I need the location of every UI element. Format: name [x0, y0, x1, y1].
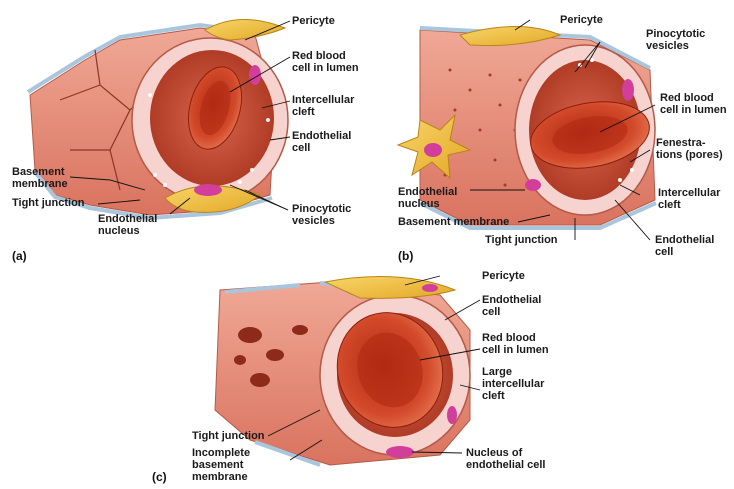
panel-a-letter: (a) [12, 249, 27, 263]
b-label-pericyte: Pericyte [560, 14, 603, 26]
b-label-basement-membrane: Basement membrane [398, 216, 509, 228]
a-label-endothelial-cell: Endothelial cell [292, 130, 351, 154]
b-label-endothelial-nucleus: Endothelial nucleus [398, 186, 457, 210]
a-label-rbc: Red blood cell in lumen [292, 50, 359, 74]
b-label-pinocytotic-vesicles: Pinocytotic vesicles [646, 28, 705, 52]
b-label-rbc: Red blood cell in lumen [660, 92, 727, 116]
b-label-tight-junction: Tight junction [485, 234, 558, 246]
b-label-intercellular-cleft: Intercellular cleft [658, 187, 720, 211]
c-label-endothelial-cell: Endothelial cell [482, 294, 541, 318]
c-label-pericyte: Pericyte [482, 270, 525, 282]
c-label-large-cleft: Large intercellular cleft [482, 366, 544, 402]
panel-b-letter: (b) [398, 249, 413, 263]
c-label-incomplete-basement-membrane: Incomplete basement membrane [192, 447, 250, 483]
c-label-rbc: Red blood cell in lumen [482, 332, 549, 356]
a-label-intercellular-cleft: Intercellular cleft [292, 94, 354, 118]
a-label-pinocytotic-vesicles: Pinocytotic vesicles [292, 203, 351, 227]
b-label-endothelial-cell: Endothelial cell [655, 234, 714, 258]
b-label-fenestrations: Fenestra- tions (pores) [656, 137, 723, 161]
a-label-tight-junction: Tight junction [12, 197, 85, 209]
a-label-endothelial-nucleus: Endothelial nucleus [98, 213, 157, 237]
c-label-tight-junction: Tight junction [192, 430, 265, 442]
a-label-basement-membrane: Basement membrane [12, 166, 68, 190]
c-label-nucleus: Nucleus of endothelial cell [466, 447, 545, 471]
a-label-pericyte: Pericyte [292, 15, 335, 27]
panel-c-letter: (c) [152, 470, 167, 484]
